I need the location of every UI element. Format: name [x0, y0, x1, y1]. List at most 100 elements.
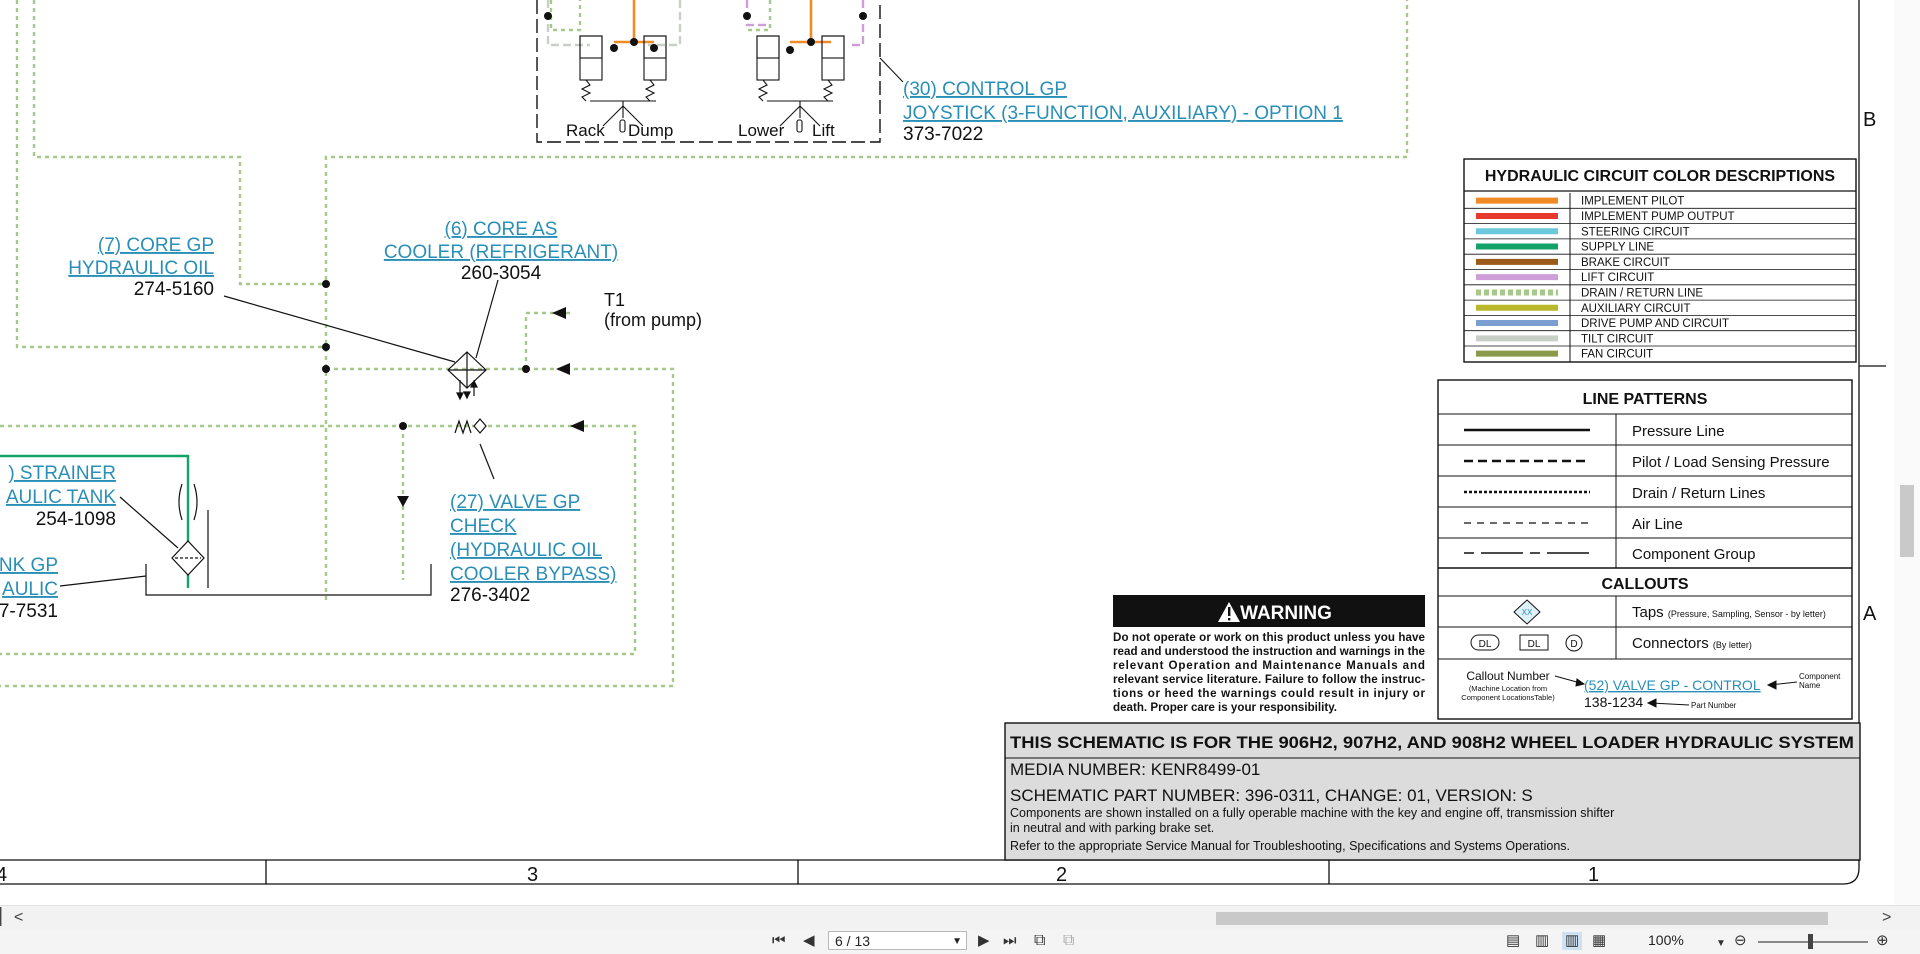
tank-and-strainer: [0, 454, 432, 596]
title-block: THIS SCHEMATIC IS FOR THE 906H2, 907H2, …: [1004, 722, 1861, 861]
check-valve-ref-link[interactable]: (27) VALVE GP: [450, 492, 580, 513]
schematic-page: 4 3 2 1 B A: [0, 0, 1886, 886]
connector-dl-square-icon: [1519, 634, 1549, 651]
title-block-note-2: in neutral and with parking brake set.: [1010, 821, 1214, 835]
tank-part: 7-7531: [0, 601, 58, 622]
zoom-out-icon[interactable]: ⊖: [1734, 932, 1747, 949]
pattern-label-pilot: Pilot / Load Sensing Pressure: [1632, 454, 1830, 471]
taps-label: Taps (Pressure, Sampling, Sensor - by le…: [1632, 604, 1826, 621]
title-block-part: SCHEMATIC PART NUMBER: 396-0311, CHANGE:…: [1010, 786, 1533, 805]
color-legend-label: LIFT CIRCUIT: [1581, 272, 1654, 284]
check-valve-name3-link[interactable]: COOLER BYPASS): [450, 564, 616, 585]
title-block-note-3: Refer to the appropriate Service Manual …: [1010, 839, 1570, 853]
grid-row-a: A: [1863, 603, 1877, 625]
connector-d-circle-icon: [1565, 634, 1583, 652]
callouts-title: CALLOUTS: [1601, 576, 1688, 593]
pattern-label-air: Air Line: [1632, 516, 1683, 533]
color-legend-label: BRAKE CIRCUIT: [1581, 257, 1670, 269]
strainer-part: 254-1098: [36, 509, 116, 530]
grid-col-1: 1: [1588, 864, 1599, 886]
warning-line-4: relevant service literature. Failure to …: [1113, 673, 1425, 686]
tank-ref-link[interactable]: NK GP: [0, 555, 58, 576]
copy-page-icon[interactable]: ⧉: [1034, 932, 1046, 949]
scroll-right-arrow-icon[interactable]: >: [1882, 909, 1892, 926]
first-page-icon[interactable]: ⏮: [772, 932, 786, 949]
paste-page-icon[interactable]: ⧉: [1063, 932, 1075, 949]
joystick-label-dump: Dump: [628, 121, 673, 140]
tap-symbol: XX: [1522, 608, 1533, 617]
color-legend-label: TILT CIRCUIT: [1581, 333, 1653, 345]
warning-box: WARNING Do not operate or work on this p…: [1113, 595, 1426, 714]
color-legend-label: DRAIN / RETURN LINE: [1581, 287, 1703, 299]
single-page-view-icon[interactable]: ▤: [1506, 932, 1521, 949]
color-legend-label: IMPLEMENT PILOT: [1581, 196, 1684, 208]
vertical-scroll-thumb[interactable]: [1900, 485, 1914, 557]
cooler-symbol: [223, 279, 499, 401]
check-valve-name1-link[interactable]: CHECK: [450, 516, 517, 537]
two-page-continuous-view-icon[interactable]: ▦: [1592, 932, 1607, 949]
joystick-label-rack: Rack: [566, 121, 605, 140]
page-dropdown-icon[interactable]: ▼: [952, 936, 962, 947]
color-legend-label: FAN CIRCUIT: [1581, 349, 1653, 361]
example-callout-ref-link[interactable]: (52) VALVE GP - CONTROL: [1584, 677, 1761, 693]
scroll-left-arrow-icon[interactable]: <: [14, 909, 24, 926]
control-group-boundary: [536, 0, 881, 143]
title-block-heading: THIS SCHEMATIC IS FOR THE 906H2, 907H2, …: [1010, 734, 1854, 752]
part-number-label: Part Number: [1691, 701, 1737, 710]
check-valve-symbol: [454, 418, 495, 480]
vertical-scrollbar[interactable]: [1894, 0, 1920, 905]
zoom-in-icon[interactable]: ⊕: [1876, 932, 1889, 949]
tank-name-link[interactable]: AULIC: [2, 579, 58, 600]
component-name-label-2: Name: [1799, 681, 1821, 690]
zoom-slider-knob[interactable]: [1808, 934, 1813, 949]
control-gp-ref-link[interactable]: (30) CONTROL GP: [903, 79, 1067, 100]
example-callout-part: 138-1234: [1584, 694, 1643, 710]
grid-col-4: 4: [0, 864, 7, 886]
color-legend-label: DRIVE PUMP AND CIRCUIT: [1581, 318, 1729, 330]
previous-page-icon[interactable]: ◀: [803, 932, 815, 949]
callout-leaders: [1554, 675, 1798, 708]
example-callout-note2: Component LocationsTable): [1461, 693, 1555, 702]
tap-diamond-icon: [1513, 599, 1541, 625]
core-cooler-name-link[interactable]: COOLER (REFRIGERANT): [384, 242, 618, 263]
title-block-media: MEDIA NUMBER: KENR8499-01: [1010, 760, 1260, 779]
grid-col-3: 3: [527, 864, 538, 886]
connector-dl-round-icon: [1470, 634, 1500, 651]
control-gp-name-link[interactable]: JOYSTICK (3-FUNCTION, AUXILIARY) - OPTIO…: [903, 103, 1343, 124]
check-valve-name2-link[interactable]: (HYDRAULIC OIL: [450, 540, 602, 561]
warning-line-2: read and understood the instruction and …: [1113, 645, 1426, 658]
warning-line-6: death. Proper care is your responsibilit…: [1113, 701, 1337, 714]
page-number-field[interactable]: 6 / 13 ▼: [828, 931, 967, 950]
joystick-valves: [546, 0, 904, 133]
next-page-icon[interactable]: ▶: [978, 932, 990, 949]
strainer-name-link[interactable]: AULIC TANK: [6, 487, 116, 508]
joystick-label-lift: Lift: [812, 121, 835, 140]
two-page-view-icon[interactable]: ▥: [1562, 932, 1583, 950]
core-hyd-oil-part: 274-5160: [134, 279, 214, 300]
grid-row-b: B: [1863, 109, 1876, 131]
last-page-icon[interactable]: ⏭: [1003, 932, 1017, 949]
core-cooler-part: 260-3054: [461, 263, 542, 284]
schematic-canvas: 4 3 2 1 B A: [0, 0, 1886, 886]
core-hyd-oil-ref-link[interactable]: (7) CORE GP: [98, 235, 214, 256]
viewer-toolbar: ⏮ ◀ 6 / 13 ▼ ▶ ⏭ ⧉ ⧉ ▤ ▥ ▥ ▦ 100% ▼ ⊖ ⊕: [0, 929, 1920, 954]
core-cooler-ref-link[interactable]: (6) CORE AS: [445, 219, 558, 240]
zoom-dropdown-icon[interactable]: ▼: [1716, 938, 1726, 949]
pattern-label-group: Component Group: [1632, 546, 1755, 563]
title-block-note-1: Components are shown installed on a full…: [1010, 806, 1614, 820]
continuous-view-icon[interactable]: ▥: [1535, 932, 1550, 949]
drain-return-lines: [0, 0, 1409, 688]
horizontal-scrollbar[interactable]: ▏ < >: [0, 905, 1920, 930]
zoom-slider[interactable]: [1758, 941, 1868, 943]
core-hyd-oil-name-link[interactable]: HYDRAULIC OIL: [68, 258, 214, 279]
zoom-level[interactable]: 100%: [1648, 932, 1684, 948]
connector-symbol-2: DL: [1528, 639, 1541, 650]
line-patterns-title: LINE PATTERNS: [1583, 391, 1708, 408]
example-callout-number: Callout Number: [1466, 669, 1549, 683]
example-callout-note1: (Machine Location from: [1469, 684, 1547, 693]
warning-title: WARNING: [1240, 603, 1332, 624]
horizontal-scroll-thumb[interactable]: [1216, 912, 1828, 925]
strainer-ref-link[interactable]: ) STRAINER: [8, 463, 116, 484]
color-legend-title: HYDRAULIC CIRCUIT COLOR DESCRIPTIONS: [1485, 168, 1836, 185]
